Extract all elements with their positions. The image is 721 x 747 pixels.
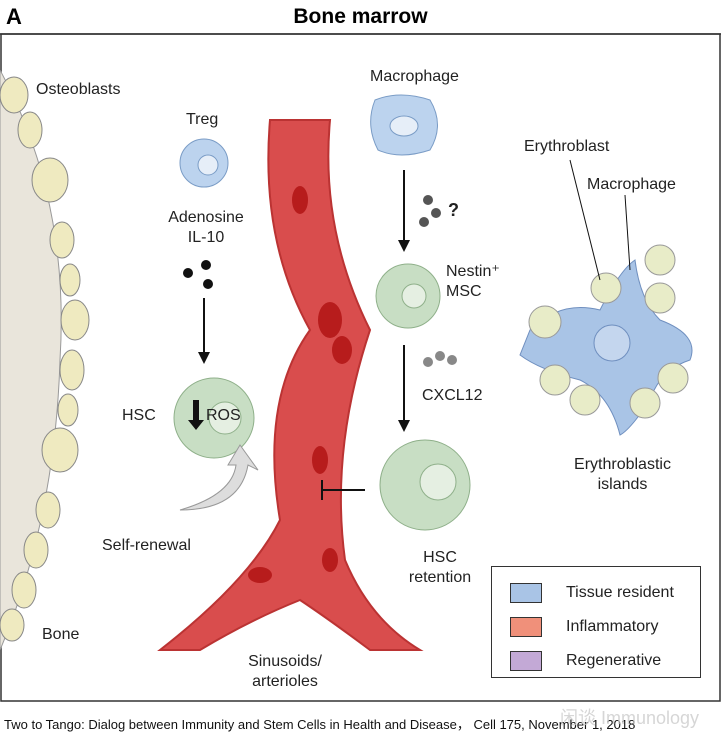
label-question: ? xyxy=(448,200,459,220)
label-island-macrophage: Macrophage xyxy=(587,176,676,193)
diagram-title: Bone marrow xyxy=(293,5,428,28)
legend-item-regenerative: Regenerative xyxy=(510,649,661,673)
red-blood-cells xyxy=(248,186,352,583)
legend-label: Regenerative xyxy=(566,652,662,669)
label-self-renewal: Self-renewal xyxy=(102,537,191,554)
label-hsc: HSC xyxy=(122,407,156,424)
label-bone: Bone xyxy=(42,626,80,643)
label-msc: MSC xyxy=(446,283,482,300)
osteoblast-layer xyxy=(0,76,90,642)
legend: Tissue resident Inflammatory Regenerativ… xyxy=(491,566,701,678)
down-arrow-icon xyxy=(188,400,204,430)
label-macrophage: Macrophage xyxy=(370,68,459,85)
label-adenosine: Adenosine xyxy=(168,209,244,226)
blood-vessel xyxy=(157,119,424,651)
label-arterioles: arterioles xyxy=(252,673,318,690)
legend-swatch xyxy=(510,651,542,671)
adenosine-dots xyxy=(183,260,213,289)
legend-swatch xyxy=(510,583,542,603)
label-nestin: Nestin⁺ xyxy=(446,263,500,280)
legend-label: Inflammatory xyxy=(566,618,659,635)
label-erythroblastic: Erythroblastic xyxy=(574,456,671,473)
label-treg: Treg xyxy=(186,111,219,128)
label-cxcl12: CXCL12 xyxy=(422,387,483,404)
cxcl12-dots xyxy=(423,351,457,367)
label-osteoblasts: Osteoblasts xyxy=(36,81,121,98)
legend-item-inflammatory: Inflammatory xyxy=(510,615,658,639)
legend-swatch xyxy=(510,617,542,637)
label-ros: ROS xyxy=(206,407,241,424)
legend-item-tissue-resident: Tissue resident xyxy=(510,581,674,605)
factor-dots xyxy=(419,195,441,227)
self-renewal-arrow-icon xyxy=(179,444,259,511)
erythroblast-pointer xyxy=(569,159,601,281)
legend-label: Tissue resident xyxy=(566,584,674,601)
label-il10: IL-10 xyxy=(187,229,225,246)
label-sinusoids: Sinusoids/ xyxy=(248,653,322,670)
label-hsc-retention: HSC xyxy=(423,549,457,566)
label-retention: retention xyxy=(408,569,472,586)
label-islands: islands xyxy=(597,476,648,493)
label-erythroblast: Erythroblast xyxy=(524,138,610,155)
watermark: 闲谈 Immunology xyxy=(560,708,700,728)
macrophage-pointer xyxy=(624,194,631,271)
erythroblasts xyxy=(528,244,689,419)
caption: Two to Tango: Dialog between Immunity an… xyxy=(4,717,636,732)
panel-letter: A xyxy=(6,4,22,29)
